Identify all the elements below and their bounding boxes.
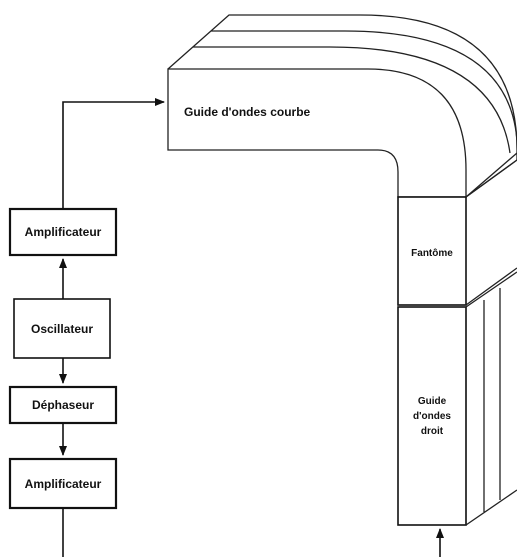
curved-waveguide-label: Guide d'ondes courbe bbox=[184, 105, 311, 119]
straight-waveguide-label-line-2: d'ondes bbox=[413, 411, 451, 422]
straight-waveguide bbox=[397, 271, 517, 526]
oscillator-label: Oscillateur bbox=[31, 322, 93, 336]
phase-shifter-label: Déphaseur bbox=[32, 398, 94, 412]
curved-waveguide-right-edge bbox=[465, 152, 517, 198]
amplifier-bottom-label: Amplificateur bbox=[25, 477, 102, 491]
amplifier-top-box bbox=[8, 207, 118, 257]
amplifier-bottom-box bbox=[8, 457, 118, 510]
curved-waveguide-layer-1 bbox=[193, 46, 511, 154]
curved-waveguide-front bbox=[167, 68, 467, 198]
oscillator-box bbox=[13, 298, 111, 359]
curved-waveguide-layer-2 bbox=[211, 30, 517, 141]
phantom-side bbox=[398, 159, 517, 306]
straight-waveguide-label-line-1: Guide bbox=[418, 396, 447, 407]
phantom-block bbox=[397, 159, 517, 306]
straight-waveguide-front bbox=[397, 306, 467, 526]
phantom-label: Fantôme bbox=[411, 248, 453, 259]
straight-waveguide-label-line-3: droit bbox=[421, 426, 444, 437]
straight-waveguide-side bbox=[465, 271, 517, 526]
amplifier-top-label: Amplificateur bbox=[25, 225, 102, 239]
phantom-front bbox=[397, 196, 467, 306]
wire-amplifier-to-curved-guide bbox=[62, 98, 165, 209]
